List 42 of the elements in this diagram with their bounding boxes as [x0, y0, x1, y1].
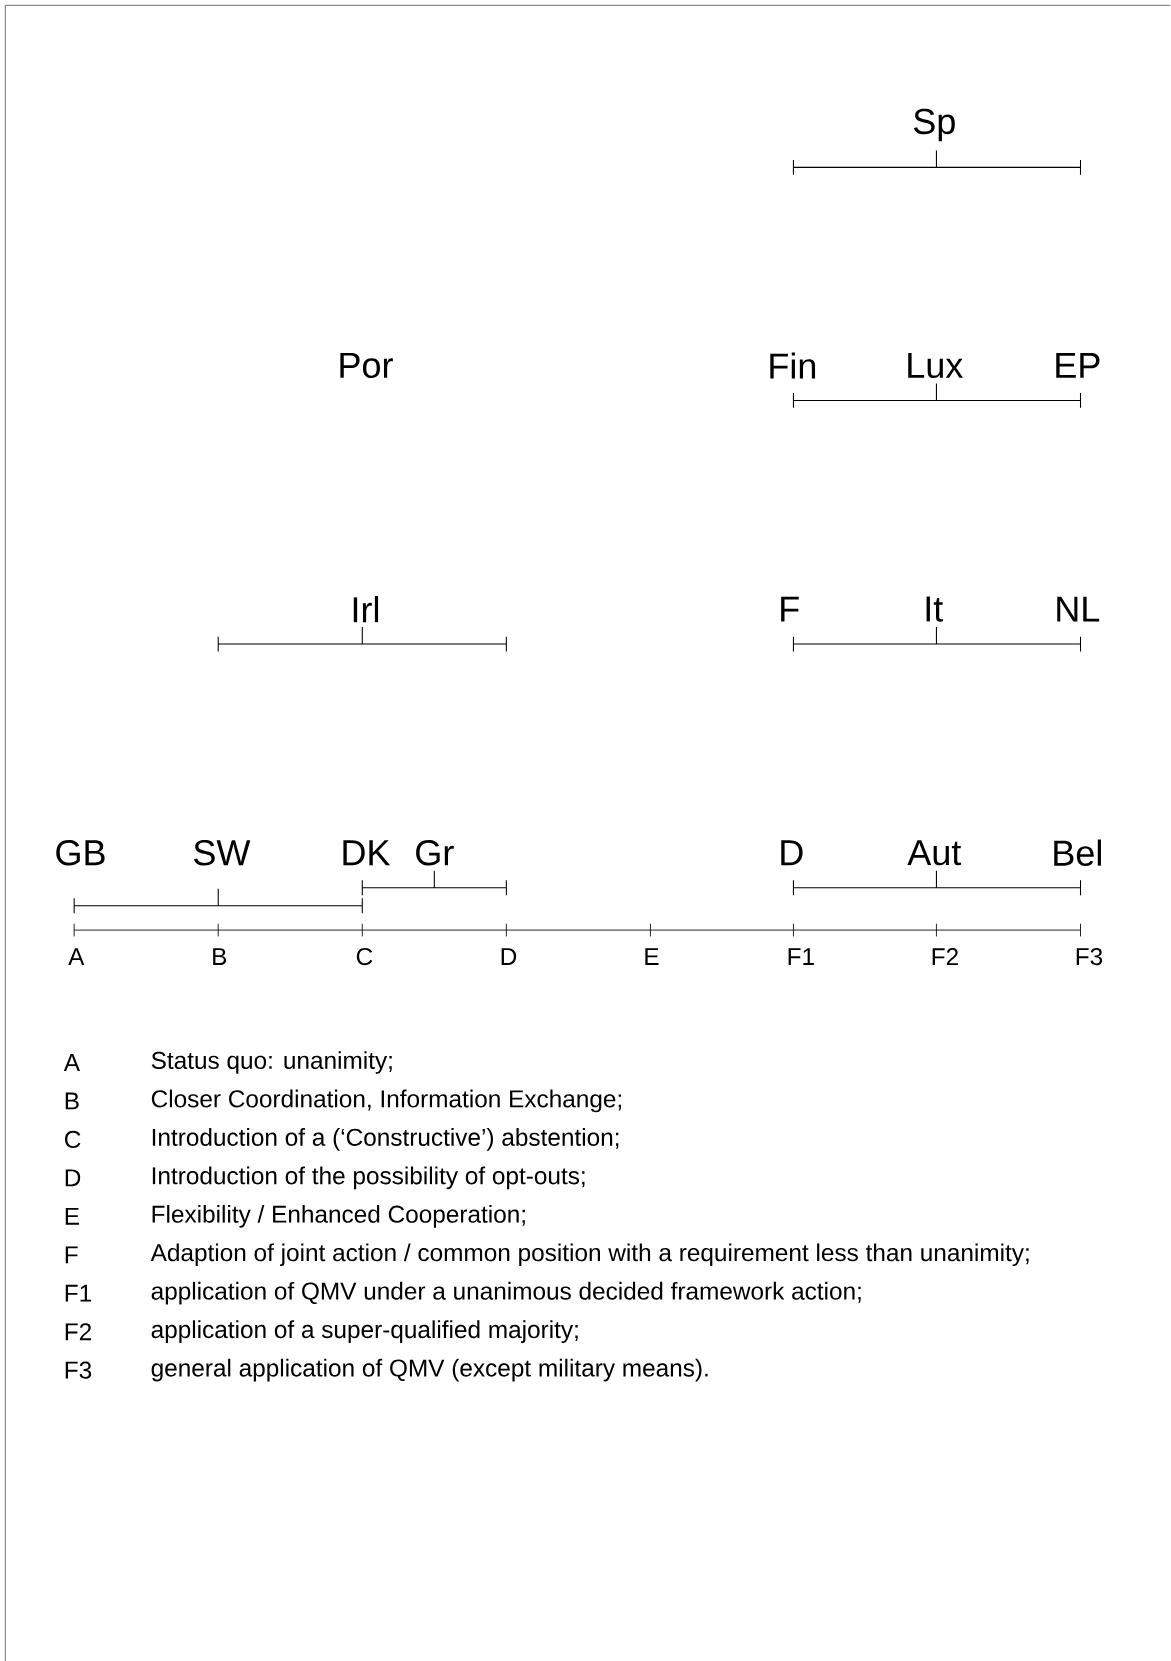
axis-label: F3	[1077, 947, 1103, 966]
country-label: Bel	[1054, 839, 1102, 866]
axis-label: F2	[932, 948, 959, 966]
axis-label: F1	[788, 948, 815, 965]
country-label: Sp	[914, 108, 956, 142]
key-letter: F3	[66, 1361, 92, 1379]
key-letter: C	[65, 1130, 81, 1149]
country-label: DK	[343, 840, 391, 866]
country-label: NL	[1057, 596, 1100, 622]
country-label: It	[926, 596, 944, 622]
key-letter: B	[66, 1092, 79, 1110]
key-letter: A	[64, 1054, 81, 1071]
country-label: SW	[194, 840, 251, 866]
legend-text: Flexibility / Enhanced Cooperation;	[152, 1204, 526, 1228]
country-label: Lux	[908, 352, 964, 379]
legend-text: Closer Coordination, Information Exchange;	[152, 1089, 622, 1113]
country-label: GB	[56, 840, 105, 866]
legend-text: application of QMV under a unanimous decided framework action;	[151, 1281, 861, 1305]
key-letter: D	[66, 1169, 81, 1187]
legend-text: application of a super-qualified majority;	[151, 1320, 578, 1343]
key-letter: E	[66, 1207, 80, 1225]
axis-label: E	[645, 948, 659, 965]
axis-label: C	[357, 947, 373, 966]
country-label: EP	[1056, 353, 1100, 378]
axis-label: D	[501, 948, 517, 965]
country-label: Irl	[354, 596, 379, 623]
legend-text: general application of QMV (except military means).	[151, 1358, 708, 1382]
axis-label: B	[213, 948, 227, 965]
key-letter: F2	[66, 1323, 92, 1341]
legend-text: Adaption of joint action / common position with a requirement less than unanimity;	[150, 1243, 1029, 1267]
country-label: Fin	[770, 352, 816, 379]
key-letter: F1	[66, 1284, 92, 1302]
country-label: Por	[340, 352, 394, 379]
country-label: D	[781, 840, 803, 866]
country-label: F	[781, 596, 799, 622]
axis-label: A	[68, 948, 85, 965]
legend-text: Introduction of a (‘Constructive’) abstention;	[153, 1128, 619, 1151]
country-label: Gr	[416, 840, 454, 866]
country-label: Aut	[907, 840, 962, 866]
legend-text: Introduction of the possibility of opt-outs;	[153, 1166, 585, 1190]
key-letter: F	[66, 1246, 78, 1264]
legend-text: Status quo: unanimity;	[152, 1051, 392, 1074]
